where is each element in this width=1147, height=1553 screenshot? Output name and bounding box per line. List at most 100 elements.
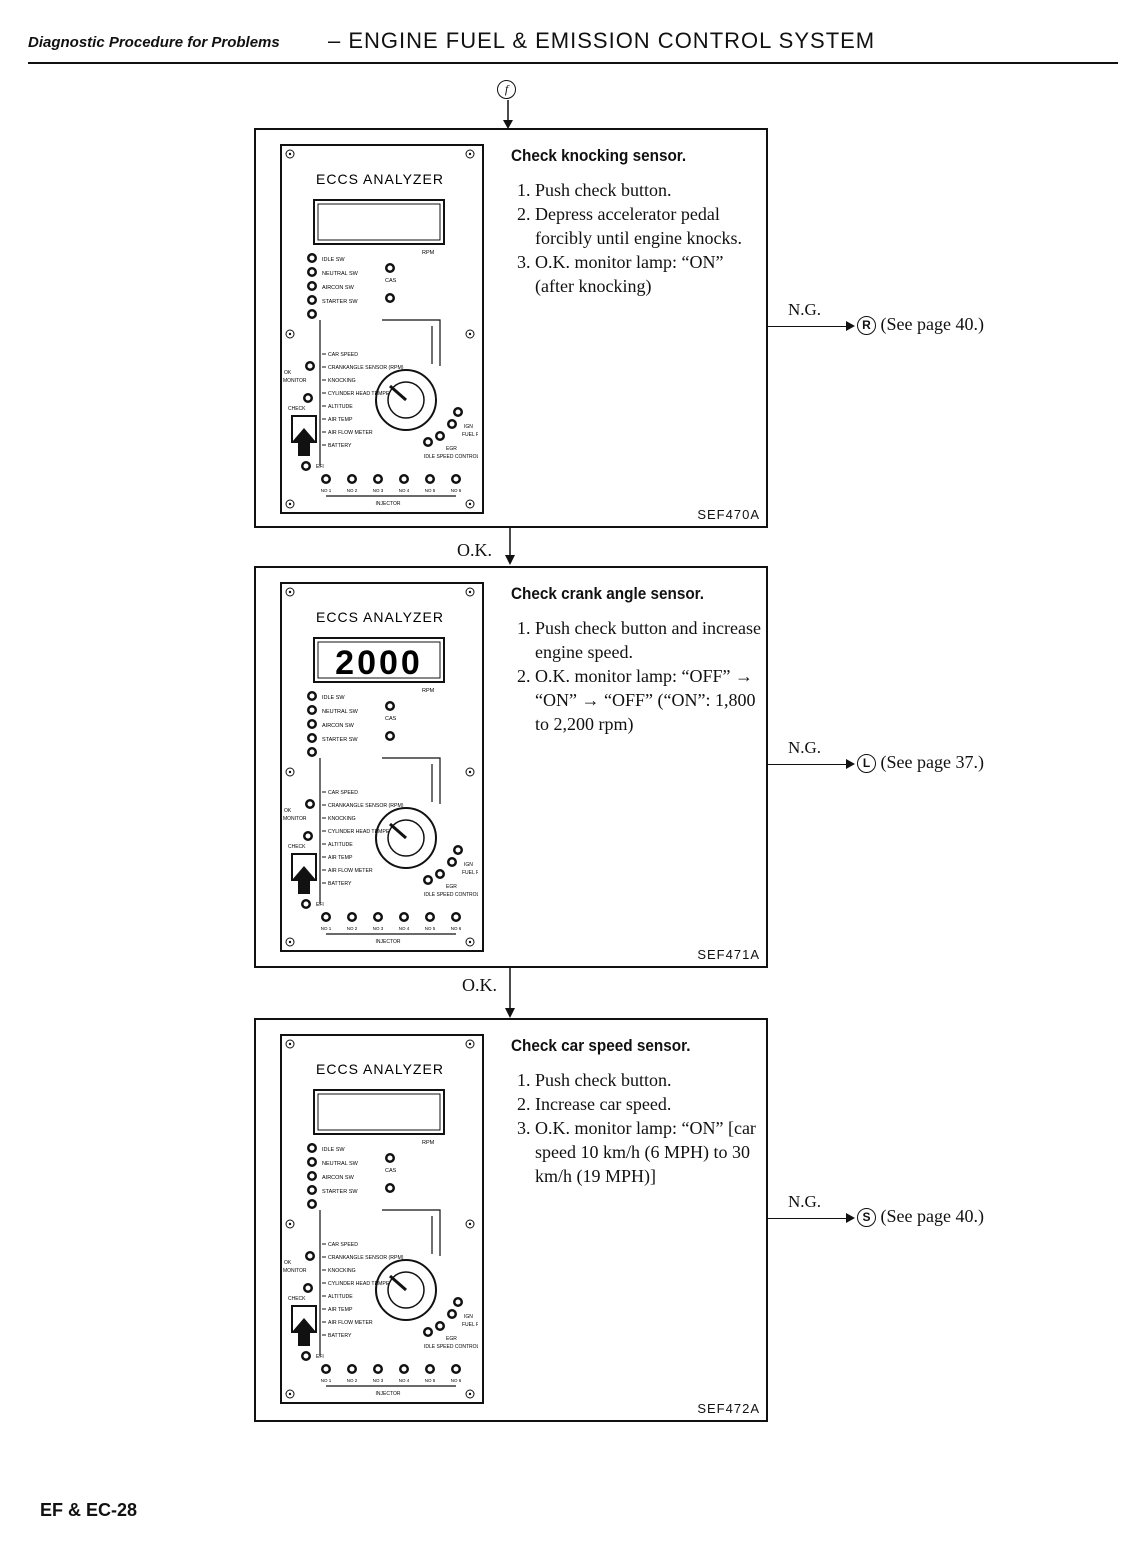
svg-text:CYLINDER HEAD TEMPERATURE: CYLINDER HEAD TEMPERATURE — [328, 829, 411, 835]
see-page-ref: (See page 40.) — [876, 314, 984, 334]
page-header: Diagnostic Procedure for Problems – ENGI… — [28, 28, 1118, 64]
svg-text:NO 6: NO 6 — [451, 926, 462, 931]
see-page-ref: (See page 40.) — [876, 1206, 984, 1226]
ng-arrow-line — [766, 326, 846, 327]
svg-text:AIR TEMP: AIR TEMP — [328, 855, 353, 861]
svg-text:NO 5: NO 5 — [425, 926, 436, 931]
page-footer: EF & EC-28 — [40, 1500, 138, 1520]
svg-text:KNOCKING: KNOCKING — [328, 378, 356, 384]
svg-text:CRANKANGLE SENSOR (RPM): CRANKANGLE SENSOR (RPM) — [328, 803, 404, 809]
step-item: Depress accelerator pedal forcibly until… — [535, 202, 761, 250]
ng-arrowhead-icon — [846, 1213, 855, 1223]
svg-text:IDLE SW: IDLE SW — [322, 695, 345, 701]
svg-text:NO 2: NO 2 — [347, 488, 358, 493]
svg-text:IDLE SPEED CONTROL: IDLE SPEED CONTROL — [424, 454, 478, 460]
svg-text:NEUTRAL SW: NEUTRAL SW — [322, 1161, 359, 1167]
svg-text:RPM: RPM — [422, 250, 435, 256]
svg-text:AIR TEMP: AIR TEMP — [328, 1307, 353, 1313]
arrow-ok-1-icon — [505, 527, 515, 565]
svg-text:CAR SPEED: CAR SPEED — [328, 352, 358, 358]
step-list: Push check button and increase engine sp… — [511, 616, 761, 736]
svg-text:NO 4: NO 4 — [399, 1378, 410, 1383]
ng-target: L (See page 37.) — [857, 752, 984, 774]
svg-text:FUEL PUMP: FUEL PUMP — [462, 870, 478, 876]
svg-text:BATTERY: BATTERY — [328, 1333, 352, 1339]
svg-text:INJECTOR: INJECTOR — [376, 1391, 401, 1397]
connector-target-icon: R — [857, 316, 876, 336]
svg-text:OK: OK — [284, 1260, 292, 1266]
analyzer-title: ECCS ANALYZER — [316, 1061, 444, 1077]
ng-label: N.G. — [788, 1192, 822, 1211]
svg-text:NO 5: NO 5 — [425, 488, 436, 493]
step-item: Push check button. — [535, 1068, 761, 1092]
step-title: Check knocking sensor. — [511, 146, 687, 165]
analyzer-title: ECCS ANALYZER — [316, 171, 444, 187]
svg-text:BATTERY: BATTERY — [328, 881, 352, 887]
svg-text:IGN: IGN — [464, 862, 473, 868]
step-item: Increase car speed. — [535, 1092, 761, 1116]
svg-text:NO 3: NO 3 — [373, 926, 384, 931]
svg-text:NO 1: NO 1 — [321, 926, 332, 931]
ng-arrow-line — [766, 1218, 846, 1219]
svg-text:CAS: CAS — [385, 716, 397, 722]
section-title: Diagnostic Procedure for Problems — [28, 34, 280, 51]
connector-target-icon: S — [857, 1208, 876, 1228]
svg-text:EFI: EFI — [316, 902, 324, 908]
arrow-top-icon — [503, 100, 513, 129]
svg-text:IDLE SPEED CONTROL: IDLE SPEED CONTROL — [424, 892, 478, 898]
svg-text:CAS: CAS — [385, 1168, 397, 1174]
figure-code: SEF472A — [697, 1401, 760, 1416]
svg-text:CYLINDER HEAD TEMPERATURE: CYLINDER HEAD TEMPERATURE — [328, 1281, 411, 1287]
svg-text:AIRCON SW: AIRCON SW — [322, 723, 355, 729]
connector-f-icon: f — [497, 80, 516, 99]
svg-text:NO 4: NO 4 — [399, 926, 410, 931]
svg-text:CRANKANGLE SENSOR (RPM): CRANKANGLE SENSOR (RPM) — [328, 365, 404, 371]
see-page-ref: (See page 37.) — [876, 752, 984, 772]
arrow-ok-2-icon — [505, 966, 515, 1018]
svg-text:EGR: EGR — [446, 446, 457, 452]
svg-text:CAS: CAS — [385, 278, 397, 284]
step-item: Push check button and increase engine sp… — [535, 616, 761, 664]
step-item: O.K. monitor lamp: “OFF” → “ON” → “OFF” … — [535, 664, 761, 736]
figure-code: SEF470A — [697, 507, 760, 522]
svg-text:NO 1: NO 1 — [321, 488, 332, 493]
figure-code: SEF471A — [697, 947, 760, 962]
svg-text:NO 2: NO 2 — [347, 926, 358, 931]
svg-text:NO 6: NO 6 — [451, 1378, 462, 1383]
svg-text:NEUTRAL SW: NEUTRAL SW — [322, 271, 359, 277]
svg-text:CHECK: CHECK — [288, 1296, 306, 1302]
ng-target: R (See page 40.) — [857, 314, 984, 336]
analyzer-title: ECCS ANALYZER — [316, 609, 444, 625]
svg-text:IDLE SW: IDLE SW — [322, 1147, 345, 1153]
connector-top: f — [497, 80, 516, 99]
procedure-block-3: ECCS ANALYZER IDLE SW NEUTRAL SW AIRCON SW S… — [254, 1018, 768, 1422]
svg-text:AIRCON SW: AIRCON SW — [322, 1175, 355, 1181]
svg-text:IGN: IGN — [464, 1314, 473, 1320]
eccs-analyzer-panel: ECCS ANALYZER IDLE SW NEUTRAL SW AIRCON SW S… — [280, 1034, 491, 1404]
svg-text:RPM: RPM — [422, 688, 435, 694]
svg-text:STARTER SW: STARTER SW — [322, 1189, 358, 1195]
step-list: Push check button.Increase car speed.O.K… — [511, 1068, 761, 1188]
svg-text:CAR SPEED: CAR SPEED — [328, 1242, 358, 1248]
svg-text:CHECK: CHECK — [288, 844, 306, 850]
svg-text:AIR FLOW METER: AIR FLOW METER — [328, 1320, 373, 1326]
svg-text:OK: OK — [284, 370, 292, 376]
svg-text:AIR FLOW METER: AIR FLOW METER — [328, 868, 373, 874]
svg-text:KNOCKING: KNOCKING — [328, 1268, 356, 1274]
svg-text:CHECK: CHECK — [288, 406, 306, 412]
svg-text:ALTITUDE: ALTITUDE — [328, 1294, 353, 1300]
svg-text:IGN: IGN — [464, 424, 473, 430]
svg-text:NO 3: NO 3 — [373, 488, 384, 493]
svg-text:ALTITUDE: ALTITUDE — [328, 842, 353, 848]
svg-text:IDLE SW: IDLE SW — [322, 257, 345, 263]
svg-text:OK: OK — [284, 808, 292, 814]
step-text: Check car speed sensor.Push check button… — [511, 1034, 761, 1188]
svg-text:NEUTRAL SW: NEUTRAL SW — [322, 709, 359, 715]
svg-text:NO 6: NO 6 — [451, 488, 462, 493]
step-list: Push check button.Depress accelerator pe… — [511, 178, 761, 298]
step-item: O.K. monitor lamp: “ON” (after knocking) — [535, 250, 761, 298]
